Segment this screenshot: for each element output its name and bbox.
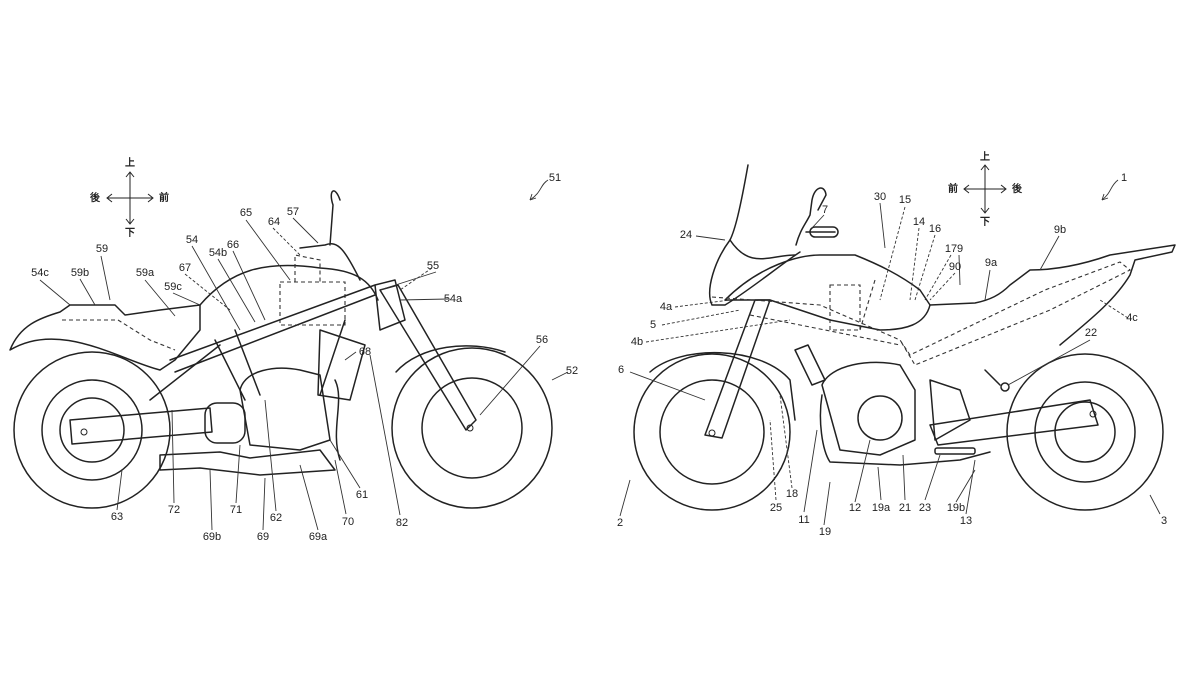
label-90: 90 (949, 261, 961, 273)
engine (239, 367, 331, 451)
label-11: 11 (798, 514, 809, 526)
label-69: 69 (257, 531, 269, 543)
label-6: 6 (618, 364, 624, 376)
windscreen (708, 164, 801, 306)
label-68: 68 (359, 346, 371, 358)
seat (9, 304, 201, 371)
front-fork (379, 284, 477, 431)
label-21: 21 (899, 502, 911, 514)
label-18: 18 (786, 488, 798, 500)
label-12: 12 (849, 502, 861, 514)
label-4b: 4b (631, 336, 643, 348)
label-72: 72 (168, 504, 180, 516)
label-19a: 19a (872, 502, 891, 514)
label-67: 67 (179, 262, 191, 274)
label-71: 71 (230, 504, 242, 516)
label-22: 22 (1085, 327, 1097, 339)
label-59a: 59a (136, 267, 155, 279)
front-fender (649, 351, 796, 421)
handlebar (299, 190, 361, 281)
label-25: 25 (770, 502, 782, 514)
front-fork (704, 299, 771, 439)
label-9a: 9a (985, 257, 998, 269)
label-9b: 9b (1054, 224, 1066, 236)
label-52: 52 (566, 365, 578, 377)
label-5: 5 (650, 319, 656, 331)
label-82: 82 (396, 517, 408, 529)
label-62: 62 (270, 512, 282, 524)
exhaust-muffler (159, 449, 336, 476)
direction-front-label: 前 (159, 191, 169, 204)
main-frame (169, 279, 406, 373)
label-59: 59 (96, 243, 108, 255)
label-54c: 54c (31, 267, 49, 279)
reference-number-1: 1 (1121, 172, 1127, 184)
label-19b: 19b (947, 502, 965, 514)
engine (821, 361, 916, 456)
direction-rear-label: 後 (1012, 182, 1023, 195)
direction-up-label: 上 (980, 150, 990, 163)
fuel-tank (199, 264, 379, 306)
label-17: 17 (945, 243, 957, 255)
label-13: 13 (960, 515, 972, 527)
direction-indicator-right: 上 下 前 後 (948, 150, 1023, 228)
label-65: 65 (240, 207, 252, 219)
rear-wheel (1006, 353, 1164, 511)
label-70: 70 (342, 516, 354, 528)
front-wheel (633, 353, 791, 511)
label-30: 30 (874, 191, 886, 203)
rear-wheel (13, 351, 171, 509)
label-54b: 54b (209, 247, 227, 259)
label-14: 14 (913, 216, 925, 228)
label-4c: 4c (1126, 312, 1138, 324)
label-3: 3 (1161, 515, 1167, 527)
label-9: 9 (957, 243, 963, 255)
label-55: 55 (427, 260, 439, 272)
label-4a: 4a (660, 301, 673, 313)
label-24: 24 (680, 229, 692, 241)
swingarm (69, 407, 213, 445)
label-69b: 69b (203, 531, 221, 543)
label-7: 7 (822, 204, 828, 216)
fuel-tank (724, 254, 931, 331)
label-57: 57 (287, 206, 299, 218)
direction-down-label: 下 (980, 216, 990, 228)
label-16: 16 (929, 223, 941, 235)
front-wheel (391, 347, 553, 509)
label-69a: 69a (309, 531, 328, 543)
label-61: 61 (356, 489, 368, 501)
label-59c: 59c (164, 281, 182, 293)
swingarm (929, 399, 1099, 446)
label-64: 64 (268, 216, 280, 228)
handlebar (795, 187, 836, 246)
left-motorcycle-figure: 上 下 後 前 51 57 65 64 (9, 156, 578, 543)
right-motorcycle-figure: 上 下 前 後 1 3 (617, 150, 1176, 538)
reference-number-51: 51 (549, 172, 561, 184)
direction-up-label: 上 (125, 156, 135, 169)
label-19: 19 (819, 526, 831, 538)
front-fender (395, 345, 506, 373)
label-54a: 54a (444, 293, 463, 305)
direction-indicator-left: 上 下 後 前 (90, 156, 169, 239)
label-2: 2 (617, 517, 623, 529)
label-23: 23 (919, 502, 931, 514)
label-59b: 59b (71, 267, 89, 279)
label-63: 63 (111, 511, 123, 523)
reference-arrow-1 (1101, 179, 1119, 201)
exhaust-pipe (819, 394, 991, 466)
label-66: 66 (227, 239, 239, 251)
reference-arrow-51 (529, 179, 549, 201)
label-15: 15 (899, 194, 911, 206)
direction-front-label: 前 (948, 182, 958, 195)
direction-down-label: 下 (125, 227, 135, 239)
seat (929, 244, 1176, 346)
direction-rear-label: 後 (90, 191, 101, 204)
label-56: 56 (536, 334, 548, 346)
label-54: 54 (186, 234, 198, 246)
